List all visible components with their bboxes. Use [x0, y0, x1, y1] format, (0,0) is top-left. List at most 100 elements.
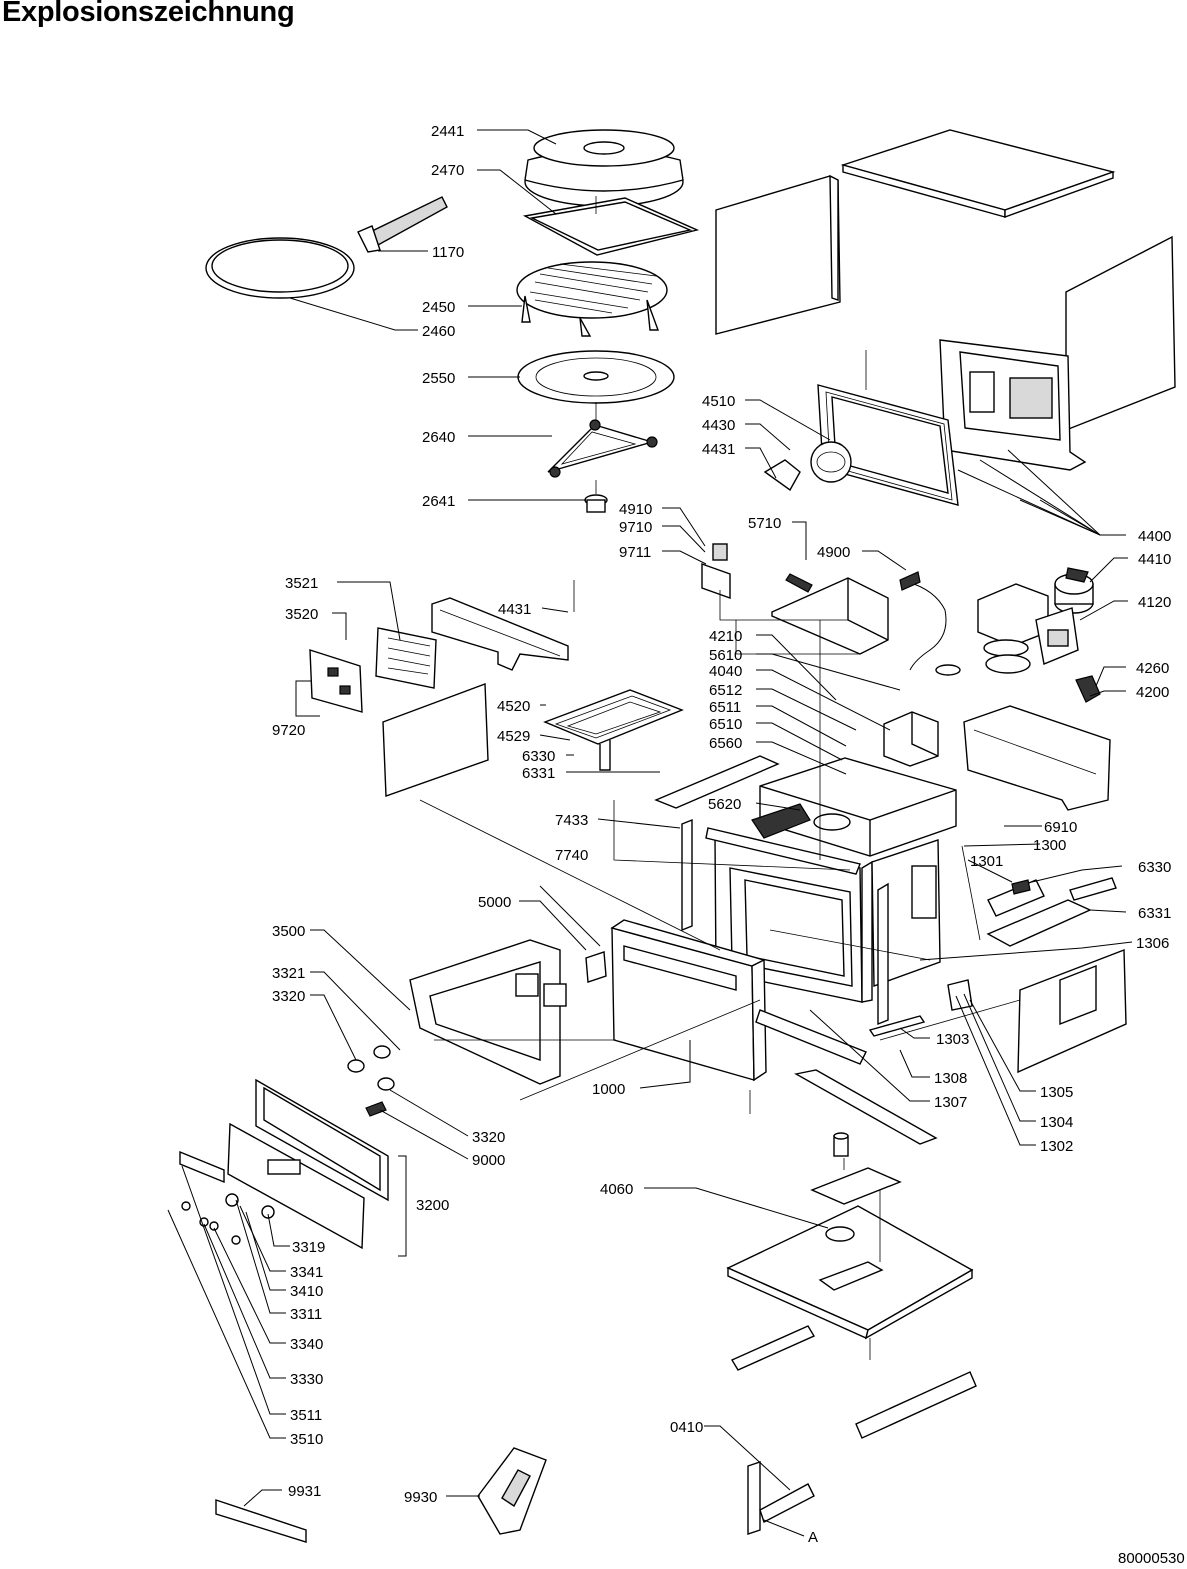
side-panel-left-inner	[382, 683, 489, 797]
part-label: 2550	[422, 370, 455, 387]
part-label: 3200	[416, 1197, 449, 1214]
part-label: 6330	[522, 748, 555, 765]
part-label: 1308	[934, 1070, 967, 1087]
knobs-3320	[347, 1045, 395, 1091]
cavity-back-frame	[939, 339, 1087, 471]
part-label: 4431	[498, 601, 531, 618]
part-label: 3520	[285, 606, 318, 623]
door-seal-frame-4400	[817, 384, 959, 506]
grill-element-4520	[543, 689, 684, 771]
back-panel	[1065, 235, 1176, 432]
part-label: 4200	[1136, 684, 1169, 701]
roller-ring-2640	[547, 419, 658, 478]
part-label: 6511	[709, 699, 741, 716]
part-label: 3341	[290, 1264, 323, 1281]
part-label: 6331	[522, 765, 555, 782]
part-label: 2640	[422, 429, 455, 446]
insulation-1306	[1017, 948, 1127, 1074]
transformer-4120	[977, 583, 1079, 674]
air-duct-4900	[771, 577, 889, 655]
part-label: 4520	[497, 698, 530, 715]
part-label: 2460	[422, 323, 455, 340]
part-label: 6512	[709, 682, 742, 699]
part-label: 4910	[619, 501, 652, 518]
crisp-plate-2460	[205, 237, 355, 299]
part-label: 4529	[497, 728, 530, 745]
part-label: 9930	[404, 1489, 437, 1506]
part-label: 4430	[702, 417, 735, 434]
cavity-top	[751, 757, 957, 857]
bar-6331	[654, 755, 780, 809]
sensor-4060	[825, 1226, 855, 1242]
door-bottom-rail	[755, 1009, 867, 1065]
strip-7433	[681, 818, 693, 932]
base-plate	[726, 1205, 974, 1340]
left-side-panel	[715, 174, 841, 335]
part-label: 5710	[748, 515, 781, 532]
part-label: 6330	[1138, 859, 1171, 876]
part-label: 3340	[290, 1336, 323, 1353]
buttons-3340	[181, 1201, 241, 1245]
relays	[515, 951, 607, 1007]
part-label: 3500	[272, 923, 305, 940]
top-cover-panel	[840, 129, 1116, 218]
part-1303	[868, 1015, 926, 1037]
part-label: 6910	[1044, 819, 1077, 836]
part-1301	[986, 877, 1117, 947]
part-label: 0410	[670, 1419, 703, 1436]
part-label: 4210	[709, 628, 742, 645]
part-label: 1302	[1040, 1138, 1073, 1155]
page-title: Explosionszeichnung	[2, 0, 295, 28]
part-label: 3311	[290, 1306, 322, 1323]
support-bracket-right	[963, 705, 1111, 811]
part-label: 4431	[702, 441, 735, 458]
part-label: 2450	[422, 299, 455, 316]
part-label: 6331	[1138, 905, 1171, 922]
part-label: 1304	[1040, 1114, 1073, 1131]
part-label: 9711	[619, 544, 651, 561]
part-label: 3321	[272, 965, 305, 982]
grill-rack-2450	[516, 261, 668, 337]
part-label: 1300	[1033, 837, 1066, 854]
part-label: 1301	[970, 853, 1003, 870]
part-label: 9720	[272, 722, 305, 739]
rails-0410	[730, 1325, 977, 1535]
baking-tray-2470	[522, 197, 700, 256]
module-3520	[309, 649, 363, 713]
part-9000	[365, 1101, 387, 1117]
part-label: 4400	[1138, 528, 1171, 545]
control-panel-3200	[225, 1078, 389, 1250]
part-label: 3511	[290, 1407, 322, 1424]
part-9930	[477, 1447, 547, 1535]
part-label: 9000	[472, 1152, 505, 1169]
right-strip	[877, 882, 889, 1026]
part-label: A	[808, 1529, 818, 1546]
crisp-plate-cover-2441	[524, 129, 684, 207]
part-label: 2641	[422, 493, 455, 510]
part-label: 1170	[432, 244, 464, 261]
wire-harness	[899, 571, 961, 676]
part-label: 1000	[592, 1081, 625, 1098]
part-label: 5000	[478, 894, 511, 911]
part-label: 1303	[936, 1031, 969, 1048]
mode-stirrer-4510	[810, 441, 852, 483]
electronics-plate	[810, 1132, 902, 1205]
fan-4260	[1075, 675, 1101, 703]
control-board-3521	[375, 627, 437, 689]
part-label: 4060	[600, 1181, 633, 1198]
part-label: 3510	[290, 1431, 323, 1448]
part-label: 3320	[472, 1129, 505, 1146]
handle-1170	[357, 196, 448, 253]
part-label: 4120	[1138, 594, 1171, 611]
part-label: 3330	[290, 1371, 323, 1388]
door-1000	[610, 919, 767, 1082]
part-label: 2470	[431, 162, 464, 179]
bracket-4910	[701, 543, 731, 599]
part-label: 9710	[619, 519, 652, 536]
part-label: 4260	[1136, 660, 1169, 677]
lamp-5710	[785, 573, 813, 593]
switch-1304	[947, 979, 973, 1011]
part-label: 4410	[1138, 551, 1171, 568]
part-label: 1307	[934, 1094, 967, 1111]
